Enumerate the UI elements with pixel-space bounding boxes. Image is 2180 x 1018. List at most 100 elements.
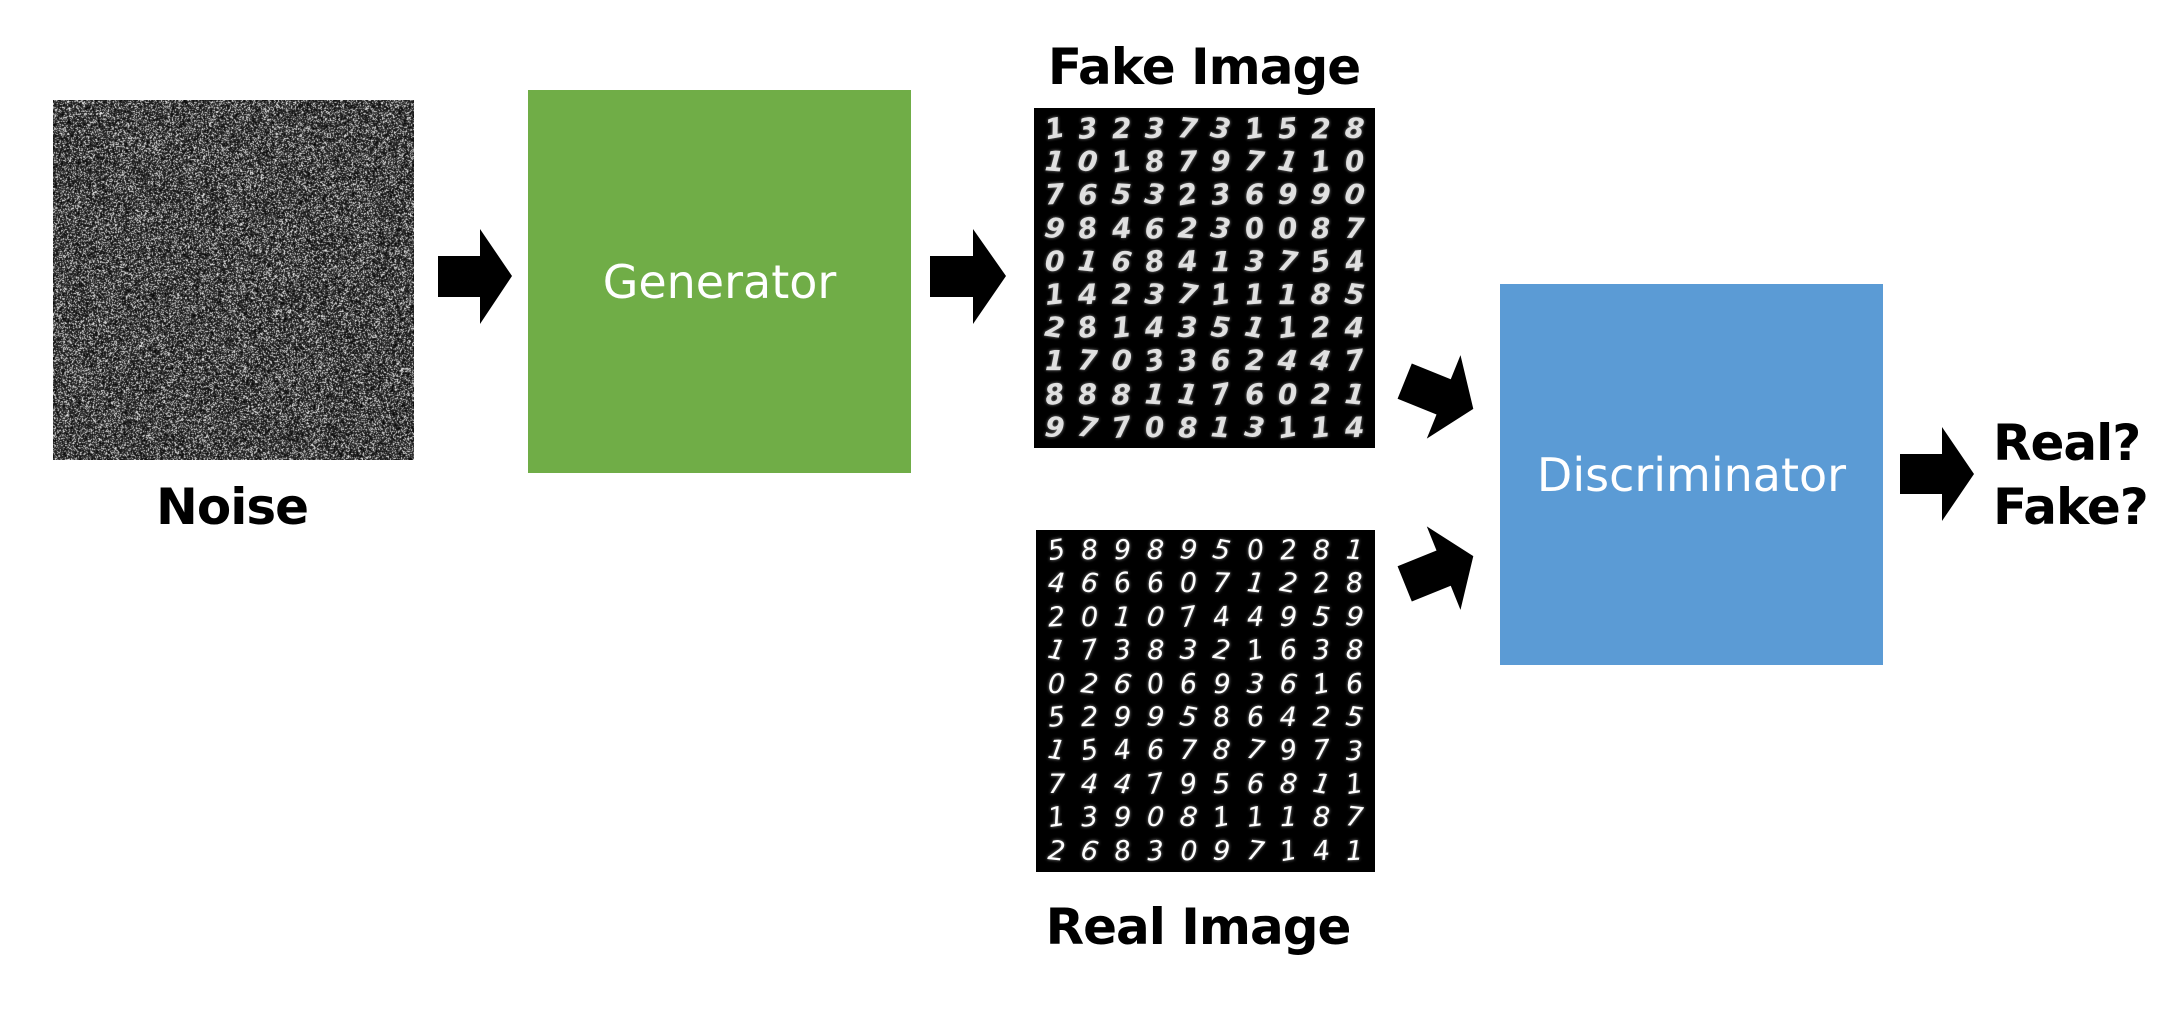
- digit-cell: 3: [1304, 634, 1338, 669]
- digit-cell: 7: [1170, 598, 1208, 637]
- digit-cell: 2: [1271, 533, 1306, 569]
- digit-cell: 8: [1071, 532, 1107, 569]
- digit-cell: 1: [1102, 143, 1141, 181]
- digit-cell: 1: [1137, 376, 1173, 411]
- digit-cell: 8: [1069, 209, 1107, 247]
- digit-cell: 3: [1137, 111, 1171, 145]
- digit-cell: 6: [1139, 734, 1173, 769]
- digit-cell: 4: [1338, 311, 1371, 344]
- digit-cell: 8: [1337, 634, 1371, 669]
- digit-cell: 2: [1303, 310, 1339, 345]
- digit-cell: 7: [1205, 567, 1239, 602]
- digit-cell: 3: [1070, 110, 1107, 146]
- digit-cell: 8: [1171, 411, 1204, 444]
- digit-cell: 0: [1172, 835, 1205, 868]
- digit-cell: 3: [1171, 633, 1206, 669]
- noise-label: Noise: [156, 478, 308, 536]
- arrow-right-icon: [930, 229, 1006, 324]
- digit-cell: 2: [1269, 565, 1307, 604]
- digit-cell: 1: [1236, 632, 1274, 671]
- digit-cell: 2: [1303, 565, 1340, 603]
- digit-cell: 4: [1238, 600, 1272, 635]
- digit-cell: 1: [1070, 243, 1107, 280]
- digit-cell: 5: [1037, 531, 1075, 570]
- digit-cell: 8: [1304, 211, 1338, 245]
- digit-cell: 8: [1105, 378, 1138, 411]
- digit-cell: 1: [1269, 309, 1307, 347]
- digit-cell: 0: [1069, 143, 1107, 181]
- digit-cell: 1: [1268, 408, 1307, 446]
- digit-cell: 3: [1072, 800, 1107, 836]
- digit-cell: 1: [1337, 834, 1371, 869]
- digit-cell: 5: [1103, 177, 1139, 212]
- digit-cell: 1: [1236, 110, 1274, 147]
- digit-cell: 4: [1071, 277, 1105, 311]
- digit-cell: 8: [1139, 533, 1173, 568]
- digit-cell: 5: [1336, 699, 1373, 737]
- digit-cell: 1: [1203, 799, 1241, 838]
- digit-cell: 1: [1235, 309, 1274, 347]
- digit-cell: 2: [1237, 344, 1271, 378]
- digit-cell: 2: [1104, 111, 1138, 145]
- arrow-down-right-icon: [1400, 350, 1478, 440]
- digit-cell: 1: [1303, 409, 1340, 446]
- digit-cell: 3: [1138, 833, 1173, 869]
- digit-cell: 5: [1205, 767, 1239, 802]
- digit-cell: 7: [1071, 632, 1108, 670]
- digit-cell: 6: [1270, 665, 1307, 703]
- digit-cell: 5: [1038, 699, 1074, 736]
- arrow-right-icon: [438, 229, 512, 324]
- digit-cell: 6: [1171, 666, 1206, 702]
- digit-cell: 1: [1105, 600, 1140, 636]
- digit-cell: 4: [1137, 311, 1171, 345]
- digit-cell: 6: [1104, 565, 1142, 604]
- digit-cell: 1: [1038, 344, 1071, 377]
- arrow-up-right-icon: [1400, 525, 1478, 615]
- digit-cell: 7: [1102, 409, 1140, 447]
- digit-cell: 1: [1336, 376, 1373, 413]
- digit-cell: 4: [1272, 701, 1305, 734]
- noise-image: [53, 100, 414, 460]
- digit-cell: 7: [1304, 733, 1339, 769]
- real-image-label: Real Image: [1046, 898, 1351, 956]
- digit-cell: 6: [1237, 178, 1271, 212]
- digit-cell: 4: [1072, 767, 1107, 803]
- digit-cell: 5: [1336, 276, 1374, 313]
- digit-cell: 0: [1271, 377, 1305, 411]
- digit-cell: 4: [1039, 566, 1074, 602]
- digit-cell: 9: [1106, 533, 1140, 568]
- digit-cell: 2: [1304, 700, 1339, 736]
- digit-cell: 7: [1236, 732, 1274, 771]
- arrow-right-icon: [1900, 427, 1974, 521]
- digit-cell: 6: [1336, 666, 1372, 703]
- digit-cell: 9: [1106, 801, 1139, 834]
- digit-cell: 1: [1302, 665, 1340, 704]
- digit-cell: 1: [1237, 566, 1273, 603]
- digit-cell: 8: [1136, 144, 1173, 181]
- digit-cell: 7: [1040, 768, 1073, 801]
- digit-cell: 1: [1271, 278, 1304, 311]
- digit-cell: 8: [1303, 277, 1339, 312]
- digit-cell: 6: [1071, 178, 1104, 211]
- digit-cell: 0: [1337, 144, 1373, 179]
- digit-cell: 1: [1269, 832, 1307, 871]
- digit-cell: 0: [1137, 410, 1173, 445]
- digit-cell: 1: [1103, 310, 1140, 347]
- digit-cell: 8: [1305, 534, 1338, 567]
- digit-cell: 3: [1170, 343, 1207, 380]
- digit-cell: 9: [1106, 700, 1140, 735]
- real-image-grid: 5898950281466607122820107449591738321638…: [1036, 530, 1375, 872]
- digit-cell: 9: [1171, 766, 1207, 803]
- digit-cell: 0: [1172, 567, 1206, 602]
- digit-cell: 8: [1069, 309, 1108, 347]
- digit-cell: 4: [1337, 410, 1371, 444]
- digit-cell: 6: [1238, 767, 1272, 802]
- digit-cell: 2: [1038, 833, 1074, 870]
- digit-cell: 6: [1204, 344, 1238, 378]
- digit-cell: 1: [1302, 765, 1340, 804]
- digit-cell: 0: [1269, 210, 1306, 247]
- digit-cell: 9: [1205, 668, 1238, 701]
- digit-cell: 6: [1138, 566, 1174, 603]
- digit-cell: 6: [1236, 376, 1273, 413]
- digit-cell: 7: [1236, 832, 1273, 870]
